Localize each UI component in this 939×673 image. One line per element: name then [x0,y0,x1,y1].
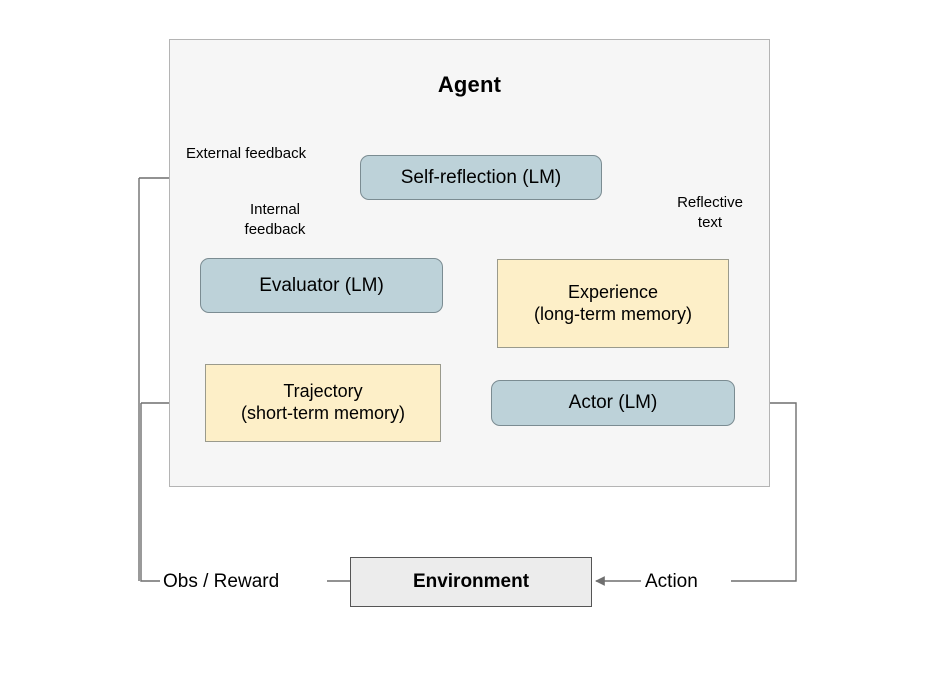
node-experience[interactable]: Experience (long-term memory) [497,259,729,348]
node-environment[interactable]: Environment [350,557,592,607]
edge-label-reflective-text: Reflective text [677,194,743,231]
node-actor[interactable]: Actor (LM) [491,380,735,426]
node-trajectory[interactable]: Trajectory (short-term memory) [205,364,441,442]
edge-label-internal-feedback: Internal feedback [244,201,306,238]
node-self-reflection[interactable]: Self-reflection (LM) [360,155,602,200]
agent-title: Agent [437,72,502,97]
node-evaluator[interactable]: Evaluator (LM) [200,258,443,313]
edge-label-external-feedback: External feedback [186,145,307,162]
edge-label-action: Action [645,571,698,592]
edge-obs-reward-riser [140,403,160,582]
edge-label-obs-reward: Obs / Reward [163,571,280,592]
